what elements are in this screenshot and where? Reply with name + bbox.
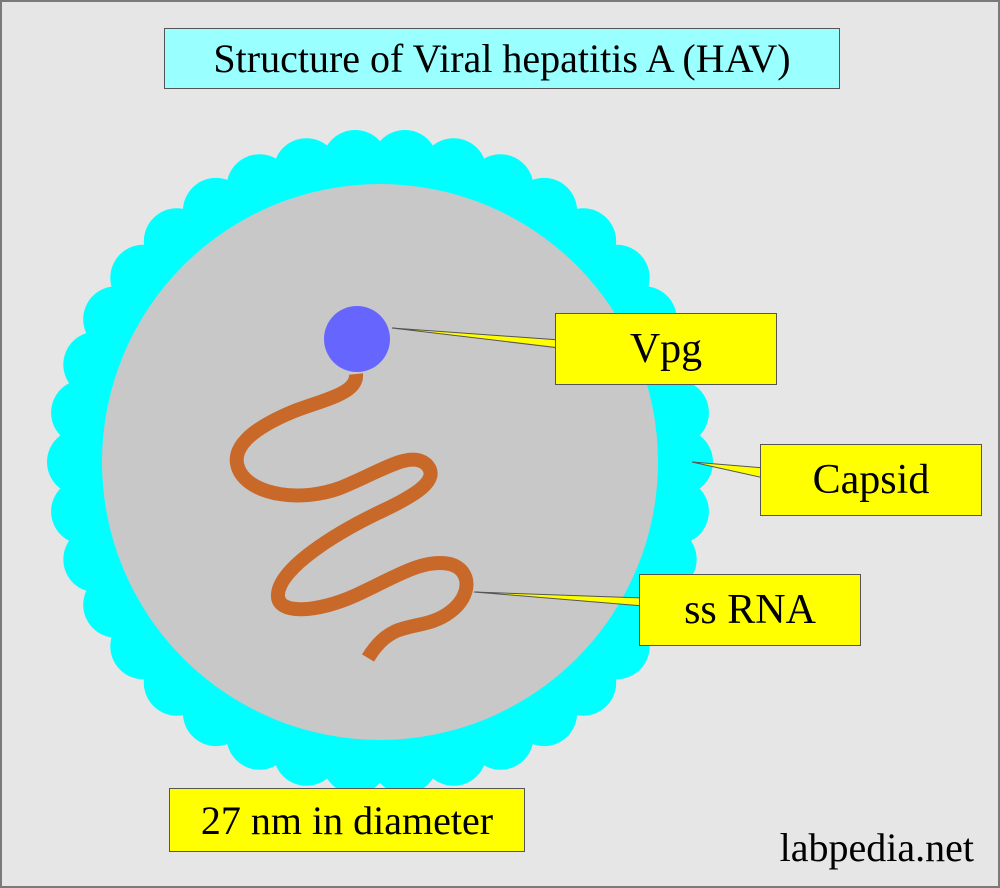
vpg-label: Vpg bbox=[555, 313, 777, 385]
capsid-label: Capsid bbox=[760, 444, 982, 516]
virion-interior bbox=[102, 184, 658, 740]
vpg-protein bbox=[324, 306, 390, 372]
capsid-bead bbox=[322, 728, 389, 794]
capsid-bead bbox=[647, 429, 713, 495]
capsid-bead bbox=[420, 719, 487, 786]
diagram-title: Structure of Viral hepatitis A (HAV) bbox=[164, 28, 840, 89]
ss-rna-label: ss RNA bbox=[639, 574, 861, 646]
diameter-note: 27 nm in diameter bbox=[169, 788, 525, 852]
capsid-bead bbox=[273, 138, 340, 205]
capsid-bead bbox=[371, 130, 438, 196]
capsid-bead bbox=[642, 379, 709, 446]
capsid-bead bbox=[47, 429, 113, 495]
site-watermark: labpedia.net bbox=[779, 825, 974, 870]
capsid-bead bbox=[322, 130, 389, 196]
capsid-bead bbox=[371, 728, 438, 794]
capsid-bead bbox=[51, 478, 118, 545]
ss-rna-strand bbox=[229, 373, 474, 662]
